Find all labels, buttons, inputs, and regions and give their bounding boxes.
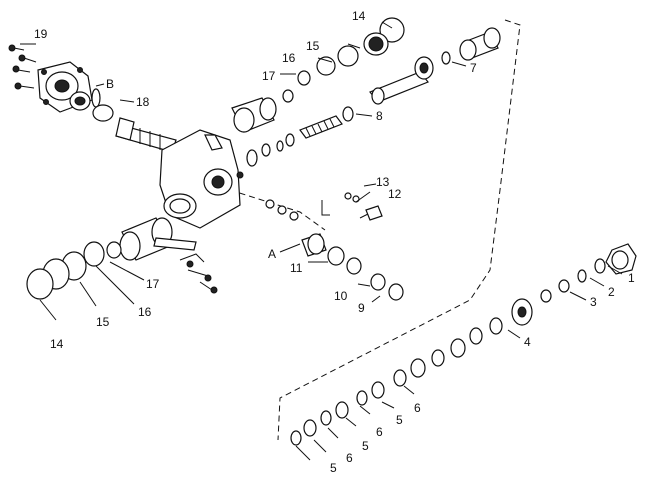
callout-15b: 15 <box>96 315 110 329</box>
callout-a: A <box>268 247 276 261</box>
callout-labels: 1 2 3 4 5 5 5 6 6 6 7 8 9 10 11 12 13 14… <box>34 9 635 475</box>
callout-16b: 16 <box>138 305 152 319</box>
bearing-b <box>69 88 101 111</box>
bracket-12-13 <box>321 200 330 216</box>
callout-19: 19 <box>34 27 48 41</box>
assembly-guide-shaft <box>229 189 326 231</box>
callout-5a: 5 <box>396 413 403 427</box>
rings-9-10-11 <box>327 246 404 301</box>
washers-shaft-line <box>246 133 299 221</box>
callout-b: B <box>106 77 114 91</box>
upper-piston <box>231 89 294 133</box>
callout-6a: 6 <box>414 401 421 415</box>
washers-2-3 <box>540 258 606 303</box>
cover-bolts <box>8 43 37 90</box>
callout-10: 10 <box>334 289 348 303</box>
end-plug-7 <box>459 27 501 61</box>
callout-17a: 17 <box>262 69 276 83</box>
callout-14b: 14 <box>50 337 64 351</box>
callout-13: 13 <box>376 175 390 189</box>
callout-12: 12 <box>388 187 402 201</box>
callout-17b: 17 <box>146 277 160 291</box>
lower-seals <box>26 241 105 300</box>
lower-piston-assembly <box>106 217 197 261</box>
callout-2: 2 <box>608 285 615 299</box>
callout-6b: 6 <box>376 425 383 439</box>
leader-lines <box>39 21 623 461</box>
bearing-stack-5-6 <box>290 327 483 446</box>
worm-shaft <box>299 106 354 139</box>
callout-9: 9 <box>358 301 365 315</box>
callout-5b: 5 <box>362 439 369 453</box>
callout-3: 3 <box>590 295 597 309</box>
end-nut-1 <box>605 243 637 275</box>
callout-14a: 14 <box>352 9 366 23</box>
valve-spool <box>369 51 451 105</box>
callout-5c: 5 <box>330 461 337 475</box>
return-guide-parts <box>179 253 218 294</box>
callout-4: 4 <box>524 335 531 349</box>
gear-4 <box>489 298 533 335</box>
callout-6c: 6 <box>346 451 353 465</box>
callout-15a: 15 <box>306 39 320 53</box>
callout-18: 18 <box>136 95 150 109</box>
gear-housing <box>159 129 244 229</box>
o-ring-18 <box>92 104 114 122</box>
callout-16a: 16 <box>282 51 296 65</box>
part-a-nut <box>301 233 327 257</box>
sector-shaft <box>115 117 177 153</box>
callout-1: 1 <box>628 271 635 285</box>
callout-7: 7 <box>470 61 477 75</box>
callout-11: 11 <box>290 261 303 275</box>
assembly-guide-right <box>277 19 521 441</box>
callout-8: 8 <box>376 109 383 123</box>
